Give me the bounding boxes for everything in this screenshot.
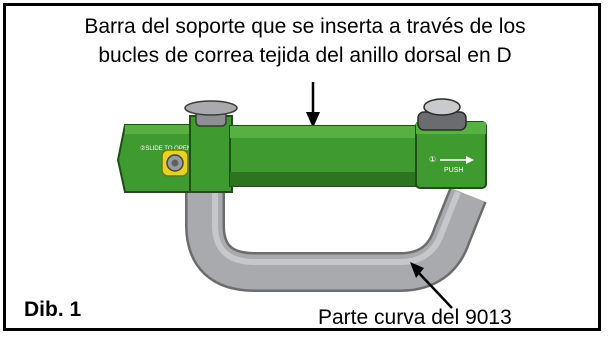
figure-caption: Barra del soporte que se inserta a travé… xyxy=(6,12,604,70)
push-knob xyxy=(423,98,461,116)
slide-to-open-label: ②SLIDE TO OPEN xyxy=(140,145,191,152)
push-label-number: ① xyxy=(429,155,436,164)
push-label-text: PUSH xyxy=(444,167,463,174)
support-bar xyxy=(229,125,423,187)
curve-callout-label: Parte curva del 9013 xyxy=(318,306,512,329)
caption-line-2: bucles de correa tejida del anillo dorsa… xyxy=(98,44,512,67)
caption-line-1: Barra del soporte que se inserta a travé… xyxy=(84,15,526,38)
bottom-callout-arrow xyxy=(410,262,453,309)
top-callout-arrow xyxy=(306,82,320,128)
arrow-right-icon xyxy=(466,156,474,164)
left-collar xyxy=(184,100,238,193)
right-collar: ① PUSH xyxy=(415,98,487,189)
figure-number: Dib. 1 xyxy=(24,298,82,321)
